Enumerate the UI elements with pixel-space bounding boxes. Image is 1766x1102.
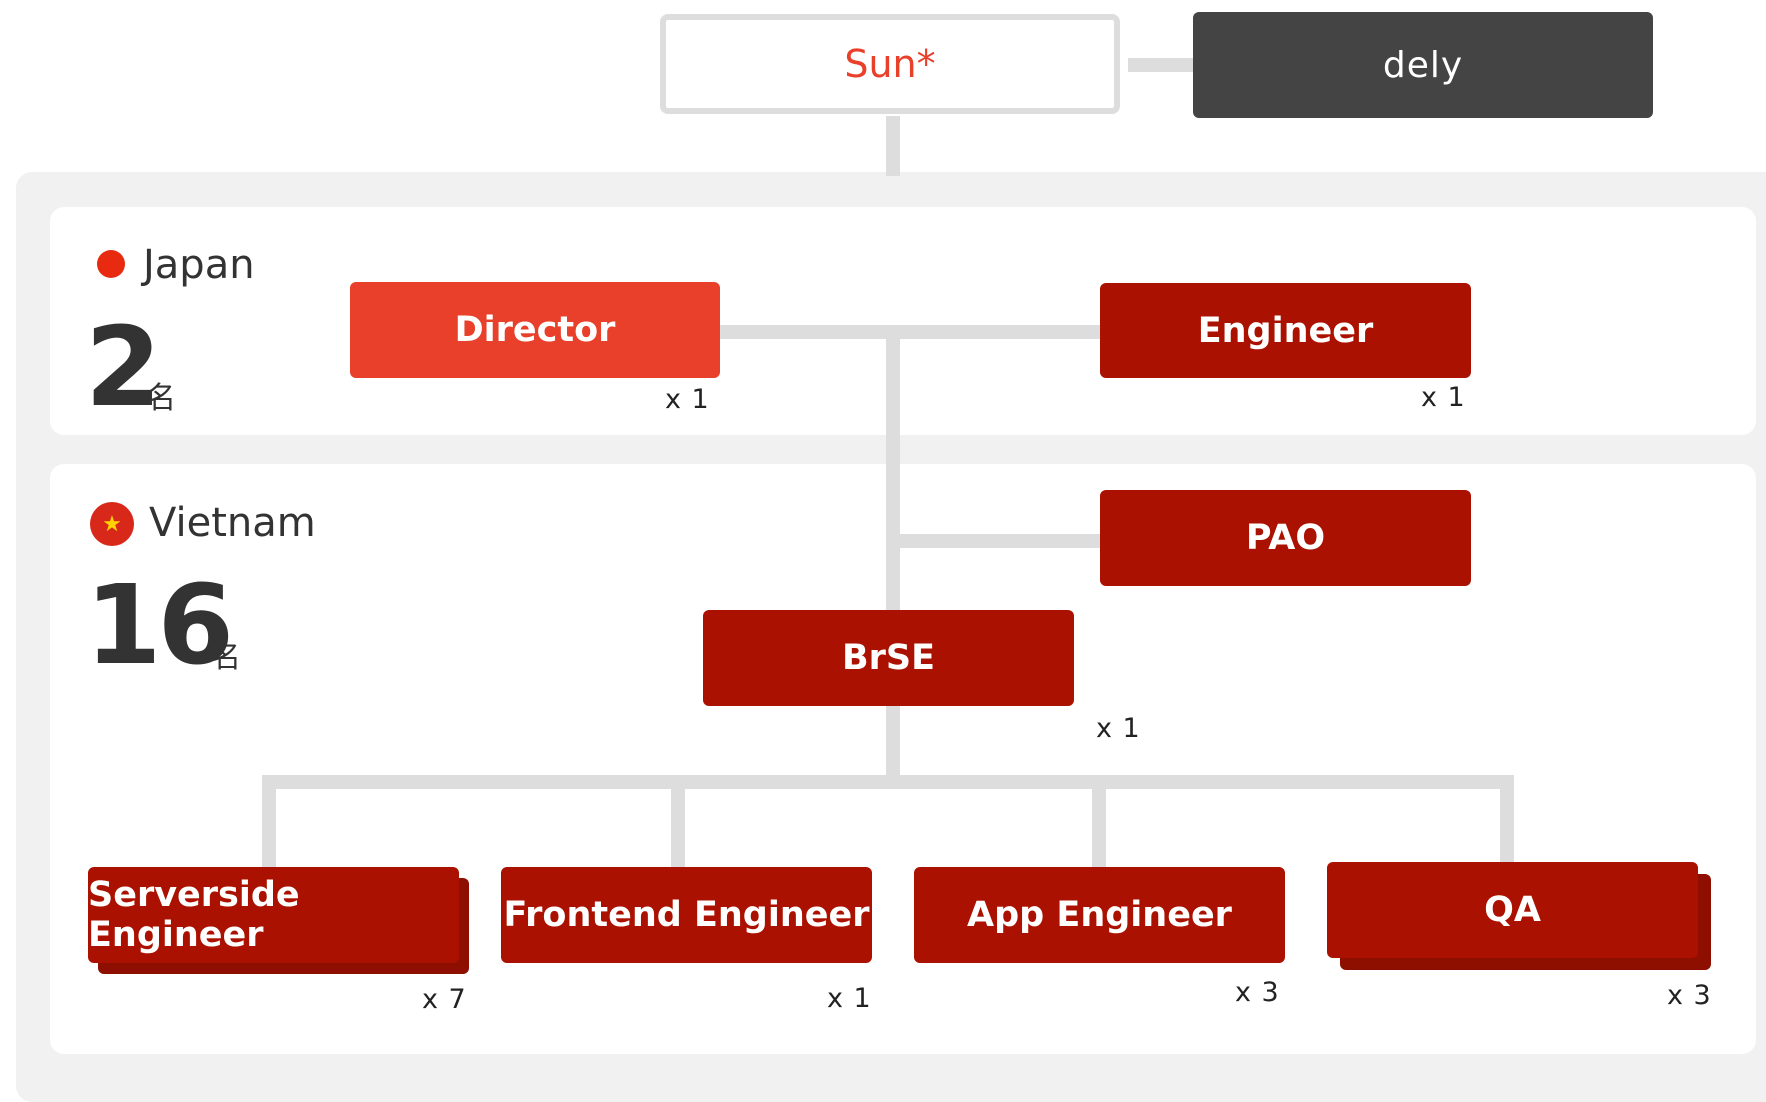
- app-box: App Engineer: [914, 867, 1285, 963]
- japan-dot-icon: [97, 250, 125, 278]
- app-label: App Engineer: [967, 895, 1232, 935]
- pao-connector: [893, 534, 1100, 548]
- drop-qa: [1500, 775, 1514, 867]
- brse-label: BrSE: [841, 638, 936, 678]
- engineer-jp-box: Engineer: [1100, 283, 1471, 378]
- frontend-count: x 1: [827, 983, 872, 1014]
- serverside-label: Serverside Engineer: [88, 875, 300, 955]
- qa-label: QA: [1484, 890, 1541, 930]
- vietnam-label: Vietnam: [149, 500, 316, 546]
- qa-count: x 3: [1667, 980, 1712, 1011]
- japan-label: Japan: [143, 242, 255, 288]
- japan-count-unit: 名: [146, 381, 176, 416]
- bottom-bus: [262, 775, 1514, 789]
- director-count: x 1: [665, 384, 710, 415]
- pao-box: PAO: [1100, 490, 1471, 586]
- frontend-label: Frontend Engineer: [503, 895, 870, 935]
- vietnam-count: 16: [85, 561, 234, 689]
- japan-panel: [50, 207, 1756, 435]
- qa-box: QA: [1327, 862, 1698, 958]
- drop-serverside: [262, 775, 276, 867]
- brse-count: x 1: [1096, 713, 1141, 744]
- sun-box: Sun*: [660, 14, 1120, 114]
- director-box: Director: [350, 282, 720, 378]
- serverside-count: x 7: [422, 984, 467, 1015]
- sun-dely-connector: [1128, 58, 1196, 72]
- director-engineer-connector: [720, 325, 1100, 339]
- serverside-box: Serverside Engineer: [88, 867, 459, 963]
- vietnam-count-unit: 名: [211, 640, 241, 675]
- frontend-box: Frontend Engineer: [501, 867, 872, 963]
- japan-count: 2: [85, 303, 162, 431]
- drop-frontend: [671, 775, 685, 867]
- director-label: Director: [454, 310, 616, 350]
- brse-box: BrSE: [703, 610, 1074, 706]
- sun-label: Sun*: [844, 42, 936, 86]
- vietnam-flag-icon: ★: [90, 502, 134, 546]
- engineer-jp-label: Engineer: [1197, 310, 1374, 351]
- app-count: x 3: [1235, 977, 1280, 1008]
- main-trunk: [886, 325, 900, 785]
- drop-app: [1092, 775, 1106, 867]
- dely-box: dely: [1193, 12, 1653, 118]
- sun-connector: [886, 116, 900, 176]
- pao-label: PAO: [1245, 518, 1326, 558]
- dely-label: dely: [1382, 44, 1464, 86]
- engineer-jp-count: x 1: [1421, 382, 1466, 413]
